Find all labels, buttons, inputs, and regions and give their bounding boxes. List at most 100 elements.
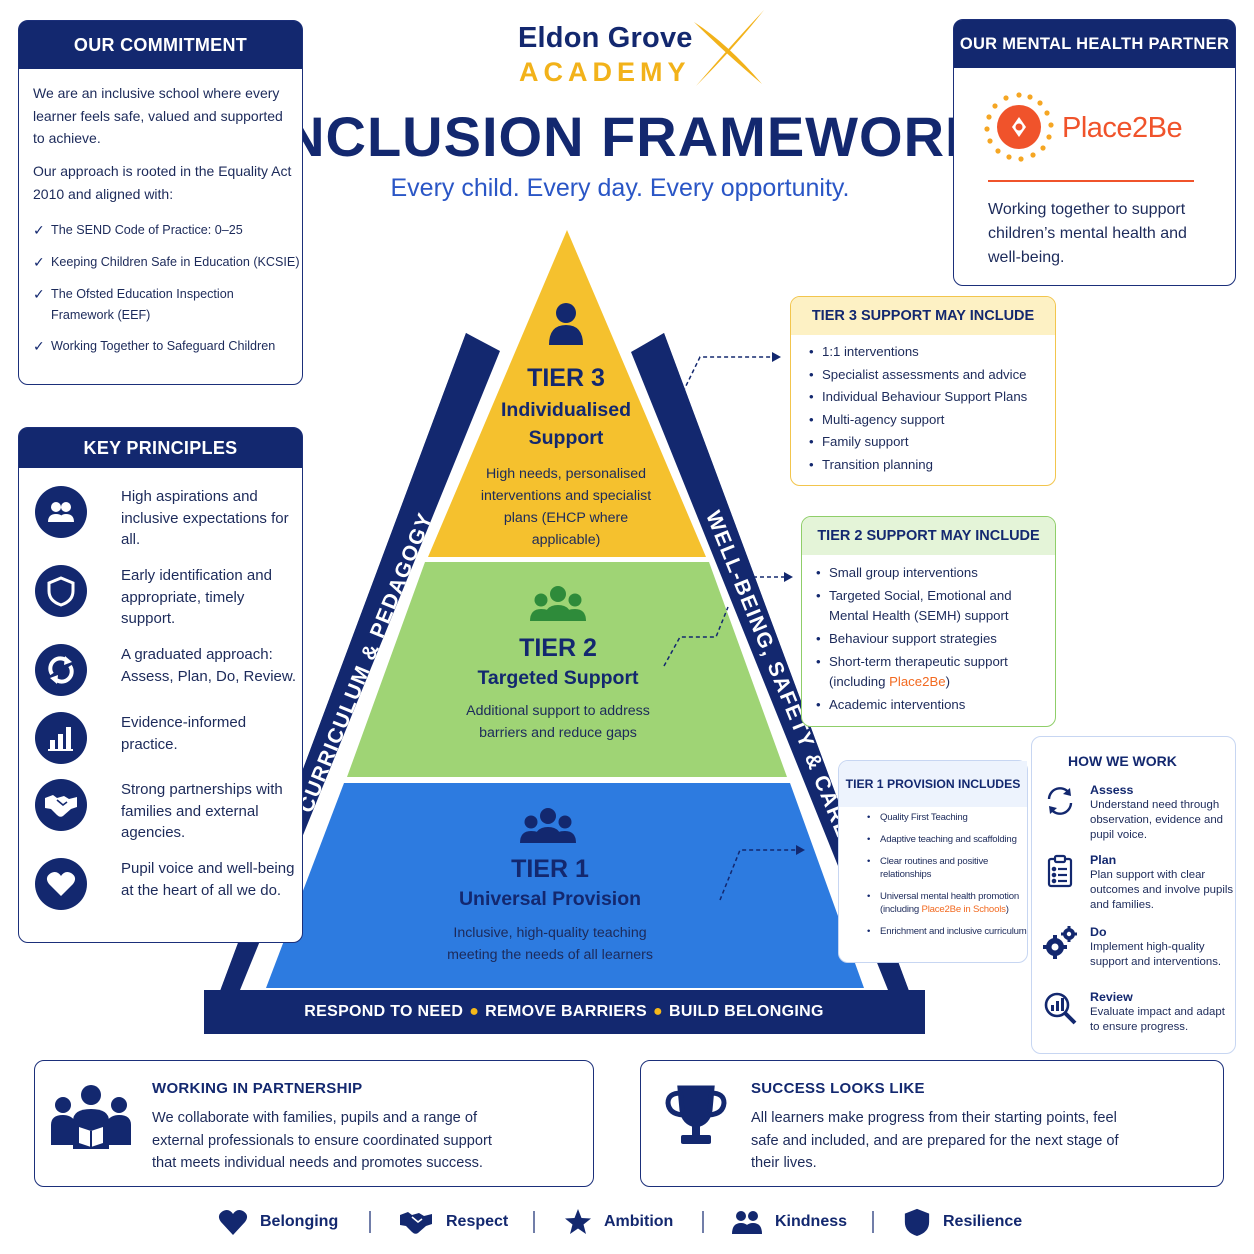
how-we-work-title: HOW WE WORK (1068, 753, 1177, 769)
tier3-name-line2: Support (528, 427, 604, 449)
tier3-support-callout: TIER 3 SUPPORT MAY INCLUDE 1:1 intervent… (790, 296, 1056, 486)
list-item: Quality First Teaching (867, 811, 1027, 824)
tier1-provision-list: Quality First Teaching Adaptive teaching… (867, 811, 1027, 947)
tier1-connector (719, 849, 796, 901)
tier3-band (428, 230, 706, 557)
tagline: Every child. Every day. Every opportunit… (390, 174, 850, 202)
success-text: All learners make progress from their st… (751, 1110, 1119, 1171)
how-we-work-card: HOW WE WORK Assess Understand need throu… (1031, 736, 1236, 1054)
tier3-connector (682, 356, 772, 393)
list-item: Multi-agency support (809, 409, 1027, 432)
tier3-support-list: 1:1 interventions Specialist assessments… (809, 341, 1027, 477)
value-kindness: Kindness (731, 1205, 847, 1239)
cycle-icon (1047, 787, 1073, 815)
heart-icon (35, 858, 87, 910)
tier2-label: TIER 2 Targeted Support Additional suppo… (428, 634, 688, 744)
commitment-item: ✓The Ofsted Education Inspection Framewo… (33, 284, 303, 326)
partner-title: OUR MENTAL HEALTH PARTNER (954, 20, 1235, 68)
partnership-title: WORKING IN PARTNERSHIP (152, 1080, 363, 1097)
list-item: Behaviour support strategies (816, 629, 1036, 650)
partner-description: Working together to support children’s m… (988, 201, 1187, 266)
commitment-title: OUR COMMITMENT (19, 21, 302, 69)
check-icon: ✓ (33, 338, 45, 354)
person-icon (549, 303, 583, 345)
divider (872, 1211, 874, 1233)
list-item: Small group interventions (816, 563, 1036, 584)
tier2-arrowhead (784, 572, 793, 582)
tier3-number: TIER 3 (527, 364, 605, 392)
pyramid-base (204, 990, 925, 1034)
tier2-support-title: TIER 2 SUPPORT MAY INCLUDE (802, 517, 1055, 555)
handshake-icon (35, 779, 87, 831)
tier3-arrowhead (772, 352, 781, 362)
list-item: Enrichment and inclusive curriculum (867, 925, 1027, 938)
key-principles-card: KEY PRINCIPLES High aspirations and incl… (18, 427, 303, 943)
magnifier-chart-icon (1044, 992, 1077, 1025)
tier1-number: TIER 1 (511, 855, 589, 883)
partner-name: Place2Be (1062, 112, 1183, 144)
tier1-label: TIER 1 Universal Provision Inclusive, hi… (424, 855, 676, 966)
group-icon (520, 808, 576, 843)
tier1-band (266, 783, 864, 988)
commitment-intro: We are an inclusive school where every l… (33, 85, 283, 146)
pyramid-motto: RESPOND TO NEED●REMOVE BARRIERS●BUILD BE… (304, 1003, 824, 1020)
success-looks-like-card: SUCCESS LOOKS LIKE All learners make pro… (640, 1060, 1224, 1187)
place2be-logo-icon (984, 92, 1054, 162)
commitment-approach: Our approach is rooted in the Equality A… (33, 163, 292, 202)
family-book-icon (51, 1085, 131, 1149)
check-icon: ✓ (33, 222, 45, 238)
key-principles-title: KEY PRINCIPLES (19, 428, 302, 468)
list-item: Individual Behaviour Support Plans (809, 386, 1027, 409)
star-icon (565, 1209, 591, 1234)
people-icon (732, 1211, 762, 1234)
tier3-name-line1: Individualised (500, 399, 632, 421)
shield-icon (35, 565, 87, 617)
heart-icon (218, 1210, 248, 1235)
commitment-item: ✓Keeping Children Safe in Education (KCS… (33, 252, 303, 273)
tier2-support-list: Small group interventions Targeted Socia… (816, 563, 1036, 718)
check-icon: ✓ (33, 286, 45, 302)
divider (702, 1211, 704, 1233)
list-item: Academic interventions (816, 695, 1036, 716)
handshake-icon (400, 1212, 432, 1234)
tier2-number: TIER 2 (519, 634, 597, 662)
commitment-item: ✓Working Together to Safeguard Children (33, 336, 303, 357)
tier3-description: High needs, personalised interventions a… (480, 466, 652, 548)
value-belonging: Belonging (218, 1205, 338, 1239)
list-item: Adaptive teaching and scaffolding (867, 833, 1027, 846)
list-item: Universal mental health promotion (inclu… (867, 890, 1027, 916)
bar-chart-icon (35, 712, 87, 764)
tier1-provision-title: TIER 1 PROVISION INCLUDES (839, 761, 1027, 807)
list-item: Family support (809, 431, 1027, 454)
tier1-arrowhead (796, 845, 805, 855)
clipboard-icon (1047, 854, 1073, 888)
check-icon: ✓ (33, 254, 45, 270)
tier1-name: Universal Provision (458, 888, 642, 910)
list-item: Targeted Social, Emotional and Mental He… (816, 586, 1036, 628)
list-item: 1:1 interventions (809, 341, 1027, 364)
list-item: Short-term therapeutic support (includin… (816, 652, 1026, 694)
tier2-band (347, 562, 787, 777)
logo-subtitle: ACADEMY (519, 57, 691, 87)
list-item: Transition planning (809, 454, 1027, 477)
tier1-provision-callout: TIER 1 PROVISION INCLUDES Quality First … (838, 760, 1028, 963)
divider (533, 1211, 535, 1233)
value-respect: Respect (398, 1205, 508, 1239)
tier2-description: Additional support to address barriers a… (466, 703, 650, 741)
list-item: Clear routines and positive relationship… (867, 855, 1027, 881)
mental-health-partner-card: OUR MENTAL HEALTH PARTNER Place2Be Worki… (953, 19, 1236, 286)
trophy-icon (665, 1085, 727, 1144)
shield-icon (904, 1208, 930, 1236)
page-title: INCLUSION FRAMEWORK (267, 105, 987, 168)
logo-x-mark (694, 10, 764, 86)
working-in-partnership-card: WORKING IN PARTNERSHIP We collaborate wi… (34, 1060, 594, 1187)
commitment-item: ✓The SEND Code of Practice: 0–25 (33, 220, 303, 241)
tier1-description: Inclusive, high-quality teaching meeting… (447, 925, 653, 963)
tier3-label: TIER 3 Individualised Support High needs… (446, 364, 686, 551)
people-icon (35, 486, 87, 538)
divider (369, 1211, 371, 1233)
logo-name: Eldon Grove (518, 22, 693, 54)
partnership-text: We collaborate with families, pupils and… (152, 1110, 492, 1171)
dot-separator: ● (653, 1003, 663, 1020)
